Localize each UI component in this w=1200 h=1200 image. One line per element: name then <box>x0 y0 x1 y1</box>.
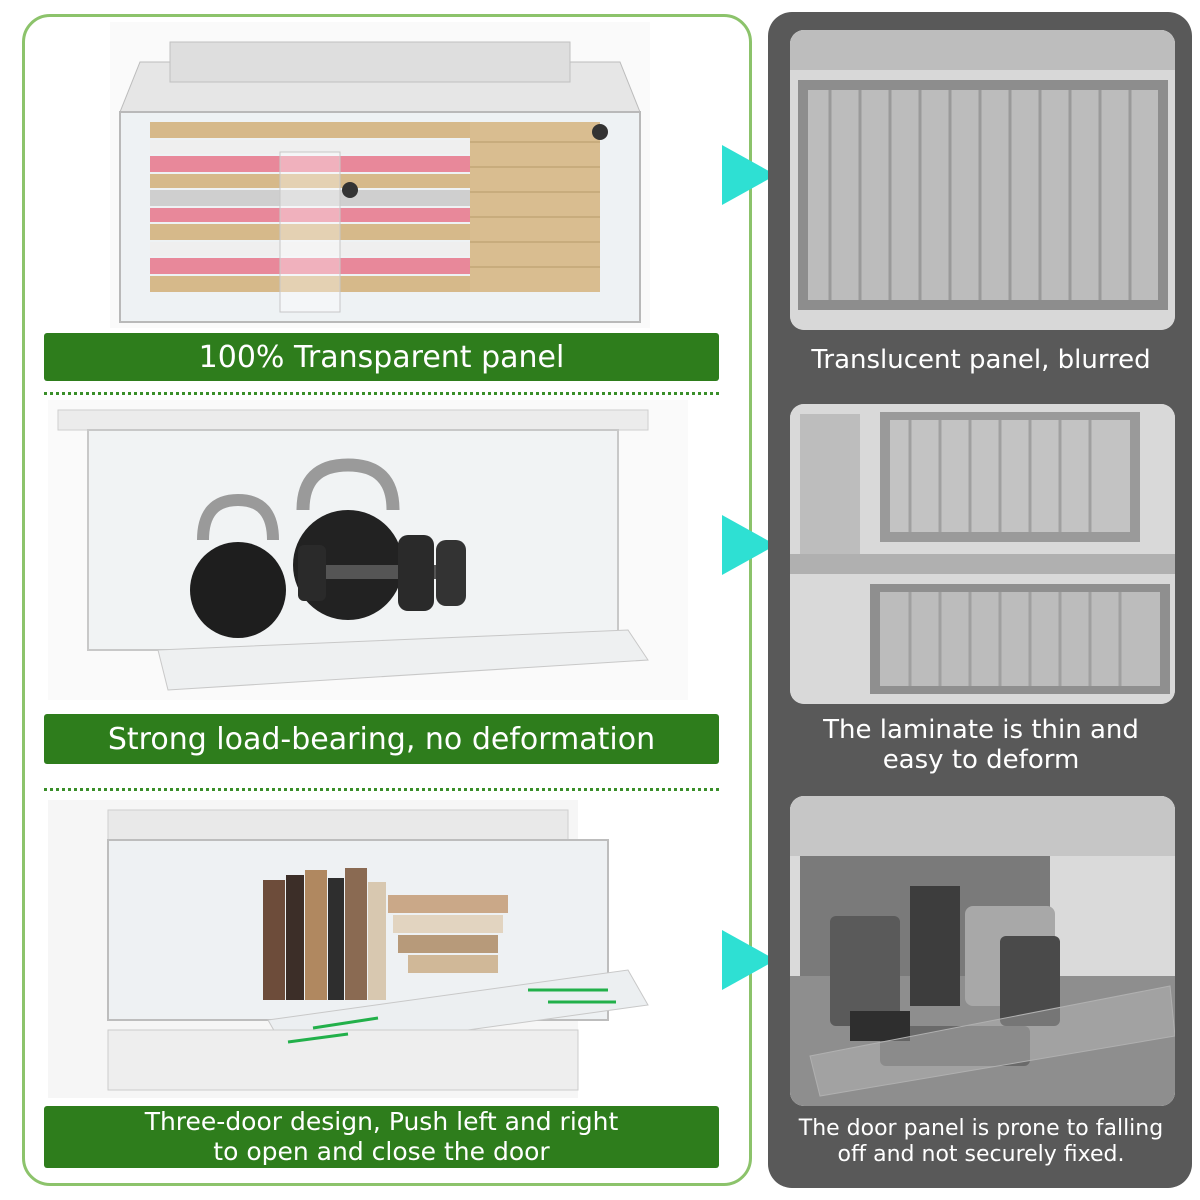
thin-laminate-text-line1: The laminate is thin and <box>823 715 1139 746</box>
compare-arrow-icon <box>722 930 776 990</box>
door-falling-text-line2: off and not securely fixed. <box>837 1142 1125 1167</box>
transparent-panel-text: 100% Transparent panel <box>198 339 565 375</box>
compare-arrow-icon <box>722 515 776 575</box>
three-door-photo <box>48 800 710 1098</box>
door-falling-photo <box>790 796 1175 1106</box>
load-bearing-text: Strong load-bearing, no deformation <box>107 721 656 757</box>
three-door-text-line1: Three-door design, Push left and right <box>144 1107 619 1136</box>
blurred-panel-label: Translucent panel, blurred <box>772 338 1190 382</box>
divider-1 <box>44 392 719 395</box>
thin-laminate-text-line2: easy to deform <box>882 745 1080 775</box>
compare-arrow-icon <box>722 145 776 205</box>
transparent-panel-label: 100% Transparent panel <box>44 333 719 381</box>
load-bearing-photo <box>48 400 688 700</box>
blurred-panel-text: Translucent panel, blurred <box>811 345 1151 375</box>
three-door-label: Three-door design, Push left and right t… <box>44 1106 719 1168</box>
blurred-panel-photo <box>790 30 1175 330</box>
three-door-text-line2: to open and close the door <box>213 1137 550 1166</box>
load-bearing-label: Strong load-bearing, no deformation <box>44 714 719 764</box>
door-falling-label: The door panel is prone to falling off a… <box>772 1112 1190 1172</box>
transparent-box-photo <box>110 22 650 328</box>
thin-laminate-photo <box>790 404 1175 704</box>
thin-laminate-label: The laminate is thin and easy to deform <box>772 712 1190 780</box>
divider-2 <box>44 788 719 791</box>
door-falling-text-line1: The door panel is prone to falling <box>798 1115 1164 1141</box>
